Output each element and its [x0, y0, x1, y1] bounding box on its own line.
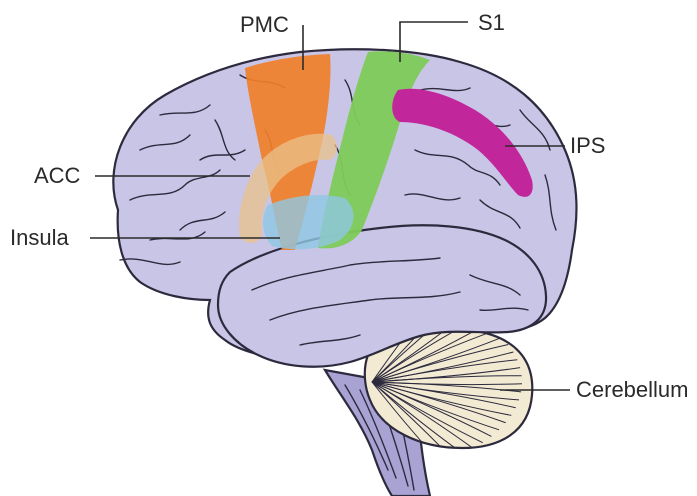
label-insula: Insula	[10, 225, 69, 250]
label-s1: S1	[478, 10, 505, 35]
label-pmc: PMC	[240, 12, 289, 37]
label-acc: ACC	[34, 163, 81, 188]
label-cerebellum: Cerebellum	[576, 377, 689, 402]
label-ips: IPS	[570, 133, 605, 158]
